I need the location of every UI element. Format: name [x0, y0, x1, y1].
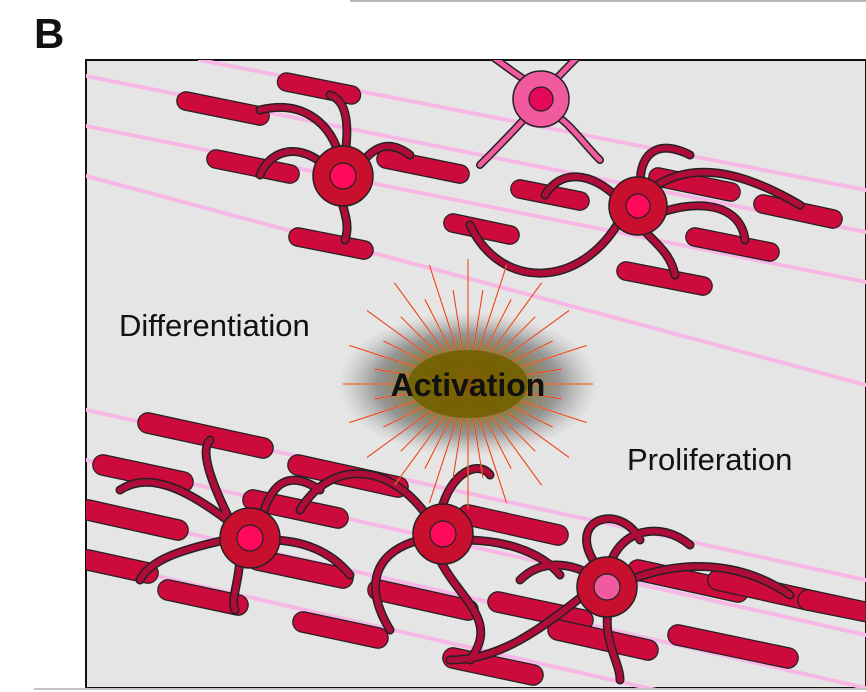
- myelin-sheath: [457, 504, 569, 546]
- differentiation-label: Differentiation: [119, 308, 310, 343]
- oligodendrocyte-icon: [312, 145, 374, 207]
- myelin-sheath: [288, 227, 374, 260]
- top-rule: [350, 0, 866, 2]
- oligodendrocyte-icon: [219, 507, 281, 569]
- oligodendrocyte-icon: [412, 503, 474, 565]
- panel-label: B: [34, 10, 65, 57]
- activation-label: Activation: [391, 367, 546, 403]
- myelin-sheath: [137, 412, 274, 459]
- myelin-sheath: [667, 624, 799, 669]
- progenitor-cell-icon: [512, 70, 570, 128]
- oligodendrocyte-icon: [608, 176, 668, 236]
- myelin-sheath: [443, 213, 520, 245]
- myelin-sheath: [797, 589, 866, 623]
- myelin-sheath: [685, 227, 780, 262]
- myelin-sheaths-top: [176, 72, 843, 296]
- myelin-sheath: [616, 261, 713, 296]
- myelin-sheath: [157, 579, 249, 616]
- myelin-sheath: [206, 149, 300, 184]
- myelin-sheath: [367, 579, 479, 621]
- starburst-icon: [338, 259, 598, 509]
- myelin-sheath: [86, 499, 189, 541]
- myelin-sheath: [753, 194, 843, 229]
- proliferation-label: Proliferation: [627, 442, 792, 477]
- axon-line: [86, 174, 866, 387]
- bottom-rule: [34, 688, 866, 690]
- oligodendrocyte-icon: [576, 556, 638, 618]
